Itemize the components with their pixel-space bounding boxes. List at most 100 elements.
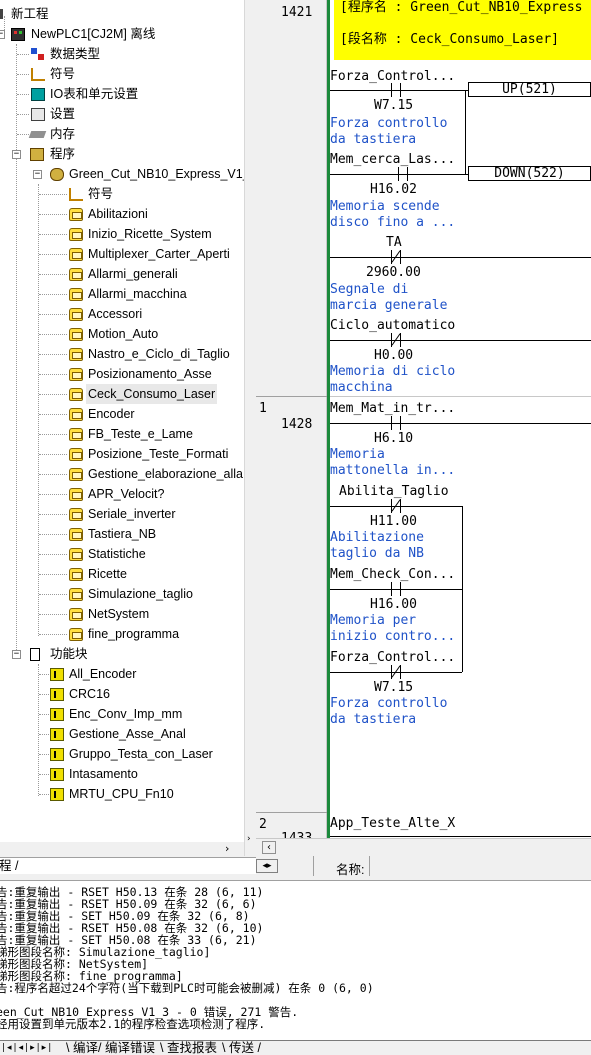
- section-icon: [69, 208, 83, 221]
- project-icon: [0, 9, 3, 19]
- nc-contact-icon[interactable]: [389, 665, 403, 679]
- contact-operand[interactable]: App_Teste_Alte_X: [330, 816, 456, 831]
- function-block-icon: [50, 668, 64, 681]
- contact-address: H16.02: [370, 182, 417, 197]
- section-icon: [69, 488, 83, 501]
- section-icon: [69, 568, 83, 581]
- tree-function-block-label: All_Encoder: [69, 667, 137, 681]
- tree-item-label: 符号: [50, 67, 76, 81]
- ladder-editor[interactable]: 1421 1 1428 2 1433 [程序名 : Green_Cut_NB10…: [256, 0, 591, 838]
- nc-contact-icon[interactable]: [389, 499, 403, 513]
- section-icon: [69, 588, 83, 601]
- tab-project[interactable]: 程 /: [0, 859, 19, 873]
- no-contact-icon[interactable]: [389, 83, 403, 97]
- contact-address: H16.00: [370, 597, 417, 612]
- tree-section-label: Statistiche: [88, 547, 146, 561]
- tab-compile-errors[interactable]: / 编译错误: [98, 1041, 155, 1055]
- symbols-icon: [69, 188, 83, 201]
- rung-step: 1421: [281, 5, 313, 20]
- function-block-icon: [50, 748, 64, 761]
- data-types-icon: [31, 48, 45, 61]
- section-icon: [69, 248, 83, 261]
- tree-section-label: Ceck_Consumo_Laser: [86, 384, 218, 404]
- scroll-left-icon[interactable]: ‹: [262, 841, 276, 854]
- tree-tab-bar[interactable]: 程 /: [0, 857, 256, 874]
- tree-section-label: Tastiera_NB: [88, 527, 157, 541]
- tab-compile[interactable]: \ 编译: [66, 1041, 98, 1055]
- collapse-icon[interactable]: −: [12, 149, 21, 159]
- tree-section-label: Nastro_e_Ciclo_di_Taglio: [88, 347, 230, 361]
- tree-section-label: Simulazione_taglio: [88, 587, 193, 601]
- section-header: [程序名 : Green_Cut_NB10_Express [段名称 : Cec…: [334, 0, 591, 60]
- collapse-icon[interactable]: −: [33, 169, 42, 179]
- tree-section-label: Posizione_Teste_Formati: [88, 447, 229, 461]
- ladder-hscrollbar[interactable]: ‹: [256, 838, 591, 856]
- output-line: 告:重复输出 - SET H50.09 在条 32 (6, 8): [0, 909, 250, 923]
- rung-header-column: 1421 1 1428 2 1433: [256, 0, 327, 838]
- scroll-right-icon[interactable]: ›: [225, 842, 230, 855]
- tree-section-label: Seriale_inverter: [88, 507, 176, 521]
- contact-address: H0.00: [374, 348, 414, 363]
- output-line: een_Cut_NB10_Express_V1_3 - 0 错误, 271 警告…: [0, 1005, 299, 1019]
- section-icon: [69, 428, 83, 441]
- tree-root-label: 新工程: [11, 7, 49, 21]
- tree-section-label: Abilitazioni: [88, 207, 148, 221]
- nc-contact-icon[interactable]: [389, 250, 403, 264]
- section-icon: [69, 388, 83, 401]
- scroll-right-icon[interactable]: ›: [247, 834, 251, 844]
- program-icon: [50, 168, 64, 181]
- programs-icon: [30, 148, 44, 161]
- collapse-icon[interactable]: −: [0, 30, 5, 39]
- tree-function-blocks-label: 功能块: [50, 647, 88, 661]
- instruction-up[interactable]: UP(521): [468, 82, 591, 97]
- tree-function-block-label: Gruppo_Testa_con_Laser: [69, 747, 213, 761]
- nc-contact-icon[interactable]: [389, 333, 403, 347]
- contact-operand[interactable]: Mem_cerca_Las...: [330, 152, 456, 167]
- tree-hscrollbar[interactable]: ›: [0, 842, 244, 856]
- section-icon: [69, 448, 83, 461]
- output-window[interactable]: 告:重复输出 - RSET H50.13 在条 28 (6, 11)告:重复输出…: [0, 880, 591, 1040]
- project-tree[interactable]: 新工程 − NewPLC1[CJ2M] 离线 数据类型 符号 IO表和单元设置 …: [0, 0, 244, 842]
- contact-operand[interactable]: Ciclo_automatico: [330, 318, 456, 333]
- contact-operand[interactable]: Forza_Control...: [330, 650, 456, 665]
- section-icon: [69, 268, 83, 281]
- tree-programs-label: 程序: [50, 147, 76, 161]
- output-tab-bar[interactable]: |◂|◂|▸|▸| \ 编译 / 编译错误 \ 查找报表 \ 传送 /: [0, 1040, 591, 1055]
- contact-comment: Memoria scende disco fino a ...: [330, 199, 456, 230]
- section-icon: [69, 408, 83, 421]
- section-icon: [69, 528, 83, 541]
- contact-operand[interactable]: Mem_Check_Con...: [330, 567, 456, 582]
- section-icon: [69, 468, 83, 481]
- contact-operand[interactable]: Mem_Mat_in_tr...: [330, 401, 456, 416]
- tree-scrollbar[interactable]: ›: [244, 0, 256, 856]
- collapse-icon[interactable]: −: [12, 649, 21, 659]
- tree-section-label: Inizio_Ricette_System: [88, 227, 212, 241]
- tree-section-label: Accessori: [88, 307, 143, 321]
- tree-item-label: 设置: [50, 107, 76, 121]
- tab-transfer[interactable]: \ 传送 /: [222, 1041, 261, 1055]
- tree-section-label: Multiplexer_Carter_Aperti: [88, 247, 230, 261]
- no-contact-icon[interactable]: [389, 582, 403, 596]
- memory-icon: [28, 131, 47, 138]
- tab-find-report[interactable]: \ 查找报表: [160, 1041, 217, 1055]
- contact-operand[interactable]: TA: [386, 235, 402, 250]
- section-icon: [69, 608, 83, 621]
- no-contact-icon[interactable]: [396, 167, 410, 181]
- contact-comment: Memoria mattonella in...: [330, 447, 456, 478]
- tab-nav-arrows-icon[interactable]: |◂|◂|▸|▸|: [2, 1043, 54, 1053]
- instruction-down[interactable]: DOWN(522): [468, 166, 591, 181]
- split-view-icon[interactable]: ◂▸: [256, 859, 278, 873]
- rung-index: 2: [259, 817, 267, 832]
- output-line: 梯形图段名称: NetSystem]: [0, 957, 149, 971]
- section-icon: [69, 228, 83, 241]
- tree-function-block-label: CRC16: [69, 687, 110, 701]
- section-name-label: [段名称 : Ceck_Consumo_Laser]: [340, 32, 560, 47]
- tree-section-label: Gestione_elaborazione_alla: [88, 467, 243, 481]
- no-contact-icon[interactable]: [389, 416, 403, 430]
- contact-comment: Forza controllo da tastiera: [330, 696, 448, 727]
- symbols-icon: [31, 68, 45, 81]
- contact-operand[interactable]: Forza_Control...: [330, 69, 456, 84]
- contact-operand[interactable]: Abilita_Taglio: [339, 484, 449, 499]
- output-line: 告:重复输出 - RSET H50.09 在条 32 (6, 6): [0, 897, 257, 911]
- output-line: 告:重复输出 - RSET H50.08 在条 32 (6, 10): [0, 921, 264, 935]
